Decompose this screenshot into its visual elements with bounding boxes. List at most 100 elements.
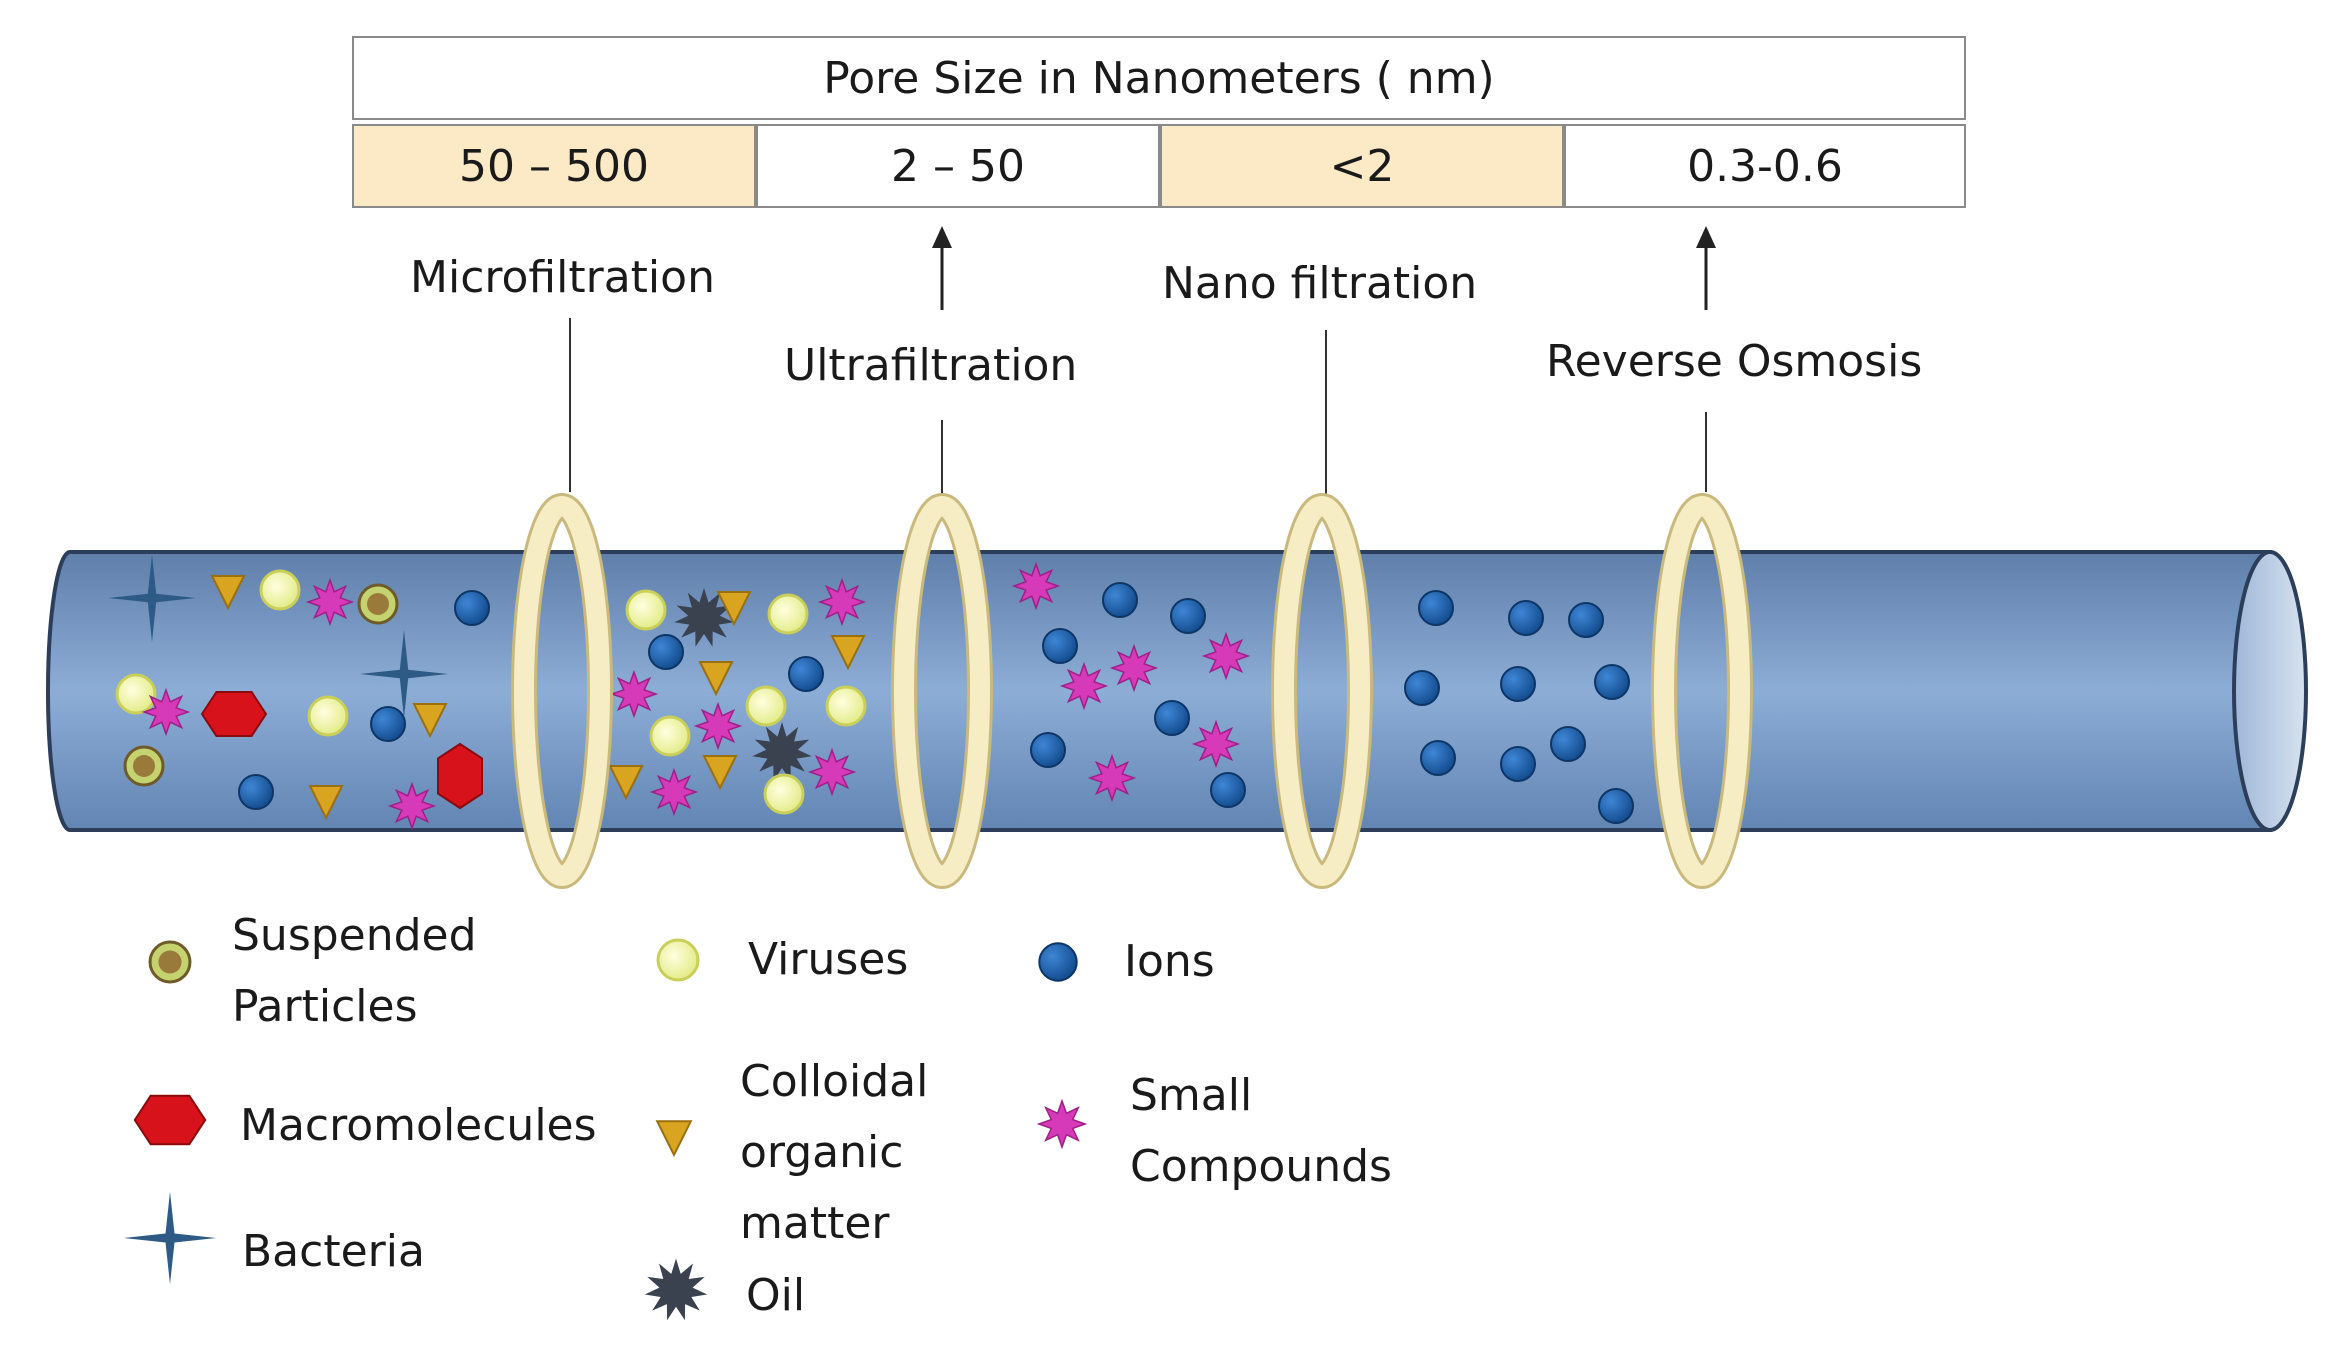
colloid-particle bbox=[308, 785, 344, 821]
ion-particle bbox=[238, 774, 274, 810]
colloid-particle bbox=[698, 661, 734, 697]
small-compound-particle bbox=[817, 577, 867, 627]
label-reverse-osmosis: Reverse Osmosis bbox=[1546, 336, 1923, 387]
virus-particle bbox=[763, 773, 805, 815]
small-compound-particle bbox=[1191, 719, 1241, 769]
virus-particle bbox=[307, 695, 349, 737]
pore-size-value: 2 – 50 bbox=[891, 140, 1025, 192]
pore-size-value: 50 – 500 bbox=[459, 140, 649, 192]
ion-particle bbox=[1154, 700, 1190, 736]
ion-particle bbox=[1508, 600, 1544, 636]
ion-particle bbox=[1500, 666, 1536, 702]
suspended-particle bbox=[148, 940, 192, 984]
pore-size-cell-nanofiltration: <2 bbox=[1160, 124, 1564, 208]
small-compound-particle bbox=[1087, 753, 1137, 803]
legend-bacteria: Bacteria bbox=[242, 1226, 425, 1277]
macromolecule-particle bbox=[437, 742, 483, 810]
small-compound-particle bbox=[1011, 561, 1061, 611]
pipe-end bbox=[2232, 550, 2308, 832]
bacteria-particle bbox=[360, 630, 448, 718]
oil-particle bbox=[644, 1258, 708, 1321]
legend-colloidal-organic-matter: Colloidal organic matter bbox=[740, 1056, 929, 1249]
colloid-particle bbox=[702, 755, 738, 791]
pore-size-cell-reverse-osmosis: 0.3-0.6 bbox=[1564, 124, 1966, 208]
pore-size-title: Pore Size in Nanometers ( nm) bbox=[823, 52, 1495, 104]
pore-size-cell-microfiltration: 50 – 500 bbox=[352, 124, 756, 208]
pore-size-header: Pore Size in Nanometers ( nm) bbox=[352, 36, 1966, 120]
macromolecule-particle bbox=[133, 1094, 207, 1146]
virus-particle bbox=[767, 593, 809, 635]
legend-macromolecules: Macromolecules bbox=[240, 1100, 597, 1151]
ion-particle bbox=[1420, 740, 1456, 776]
ion-particle bbox=[1170, 598, 1206, 634]
pore-size-value: 0.3-0.6 bbox=[1687, 140, 1843, 192]
small-compound-particle bbox=[1059, 661, 1109, 711]
small-compound-particle bbox=[693, 701, 743, 751]
small-compound-particle bbox=[807, 747, 857, 797]
colloid-particle bbox=[210, 575, 246, 611]
macromolecule-particle bbox=[200, 691, 268, 737]
virus-particle bbox=[259, 569, 301, 611]
ion-particle bbox=[788, 656, 824, 692]
legend-viruses: Viruses bbox=[748, 934, 909, 985]
membrane-reverse-osmosis bbox=[1651, 493, 1753, 889]
pore-size-value: <2 bbox=[1329, 140, 1395, 192]
ion-particle bbox=[1598, 788, 1634, 824]
ion-particle bbox=[648, 634, 684, 670]
suspended-particle bbox=[123, 745, 165, 787]
small-compound-particle bbox=[1201, 631, 1251, 681]
colloid-particle bbox=[830, 635, 866, 671]
small-compound-particle bbox=[609, 669, 659, 719]
ion-particle bbox=[1500, 746, 1536, 782]
virus-particle bbox=[656, 938, 700, 982]
label-ultrafiltration: Ultrafiltration bbox=[784, 340, 1078, 391]
label-nanofiltration: Nano filtration bbox=[1162, 258, 1478, 309]
small-compound-particle bbox=[649, 767, 699, 817]
arrow-reverse-osmosis bbox=[1696, 226, 1716, 310]
virus-particle bbox=[649, 715, 691, 757]
ion-particle bbox=[454, 590, 490, 626]
arrow-ultrafiltration bbox=[932, 226, 952, 310]
legend-small-compounds: Small Compounds bbox=[1130, 1070, 1392, 1192]
ion-particle bbox=[1594, 664, 1630, 700]
ion-particle bbox=[1210, 772, 1246, 808]
particles bbox=[108, 554, 1634, 831]
virus-particle bbox=[625, 589, 667, 631]
small-compound-particle bbox=[387, 781, 437, 831]
ion-particle bbox=[1038, 942, 1078, 982]
bacteria-particle bbox=[123, 1191, 217, 1285]
membrane-microfiltration bbox=[511, 493, 613, 889]
virus-particle bbox=[745, 685, 787, 727]
ion-particle bbox=[1042, 628, 1078, 664]
ion-particle bbox=[1102, 582, 1138, 618]
membrane-nanofiltration bbox=[1271, 493, 1373, 889]
bacteria-particle bbox=[108, 554, 196, 642]
small-compound-particle bbox=[305, 577, 355, 627]
ion-particle bbox=[1568, 602, 1604, 638]
pore-size-cell-ultrafiltration: 2 – 50 bbox=[756, 124, 1160, 208]
ion-particle bbox=[1550, 726, 1586, 762]
legend-ions: Ions bbox=[1124, 936, 1215, 987]
virus-particle bbox=[115, 673, 157, 715]
virus-particle bbox=[825, 685, 867, 727]
ion-particle bbox=[1030, 732, 1066, 768]
label-microfiltration: Microfiltration bbox=[410, 252, 715, 303]
membrane-ultrafiltration bbox=[891, 493, 993, 889]
ion-particle bbox=[1418, 590, 1454, 626]
small-compound-particle bbox=[1109, 643, 1159, 693]
ion-particle bbox=[1404, 670, 1440, 706]
small-compound-particle bbox=[1036, 1098, 1088, 1150]
suspended-particle bbox=[357, 583, 399, 625]
legend-icons bbox=[123, 938, 1088, 1321]
colloid-particle bbox=[608, 765, 644, 801]
colloid-particle bbox=[655, 1120, 693, 1158]
oil-particle bbox=[674, 588, 734, 647]
small-compound-particle bbox=[141, 687, 191, 737]
oil-particle bbox=[752, 722, 812, 781]
ion-particle bbox=[370, 706, 406, 742]
colloid-particle bbox=[716, 591, 752, 627]
colloid-particle bbox=[412, 703, 448, 739]
legend-suspended-particles: Suspended Particles bbox=[232, 910, 477, 1032]
